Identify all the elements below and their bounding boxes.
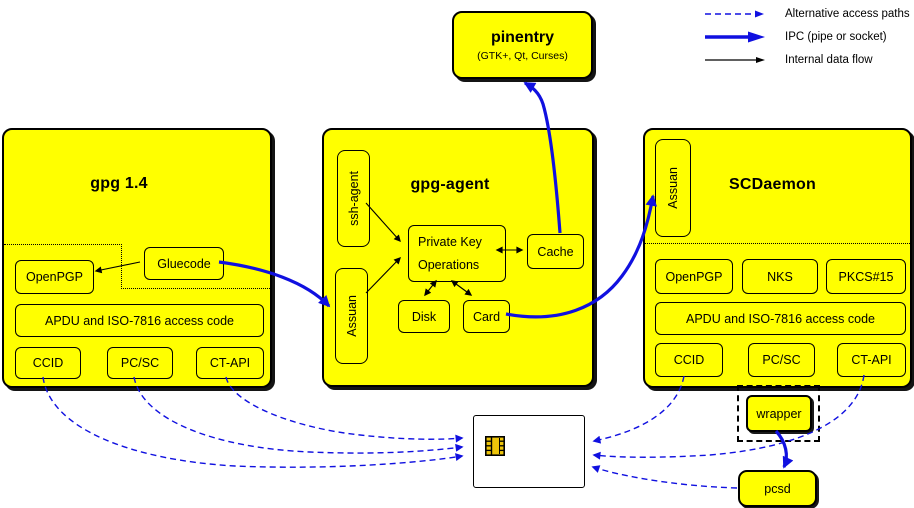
legend-row-ipc: IPC (pipe or socket) <box>701 25 910 48</box>
gpgagent-card-node: Card <box>463 300 510 333</box>
gpgagent-sshagent-node: ssh-agent <box>337 150 370 247</box>
gpg14-dotted-divider <box>121 244 122 289</box>
scdaemon-dotted-divider <box>645 243 910 244</box>
assuan-label: Assuan <box>344 295 359 337</box>
scdaemon-nks-node: NKS <box>742 259 818 294</box>
gpgagent-box: gpg-agent ssh-agent Assuan Private Key O… <box>322 128 594 387</box>
legend-row-alternative: Alternative access paths <box>701 2 910 25</box>
wrapper-node: wrapper <box>746 395 812 432</box>
scdaemon-box: SCDaemon Assuan OpenPGP NKS PKCS#15 APDU… <box>643 128 912 388</box>
pcsd-node: pcsd <box>738 470 817 507</box>
pinentry-title: pinentry <box>490 28 555 46</box>
legend-row-internal: Internal data flow <box>701 48 910 71</box>
pko-line2: Operations <box>418 257 480 272</box>
gpgagent-assuan-node: Assuan <box>335 268 368 364</box>
smartcard-chip-icon <box>485 436 505 456</box>
pko-line1: Private Key <box>418 234 482 249</box>
pinentry-node: pinentry (GTK+, Qt, Curses) <box>452 11 593 79</box>
legend-label-internal: Internal data flow <box>785 53 873 66</box>
smartcard <box>473 415 585 488</box>
gpgagent-disk-node: Disk <box>398 300 450 333</box>
legend-label-alternative: Alternative access paths <box>785 7 910 20</box>
gpg14-pcsc-node: PC/SC <box>107 347 173 379</box>
legend: Alternative access paths IPC (pipe or so… <box>701 2 910 71</box>
ipc-arrow-icon <box>705 31 765 42</box>
gpg14-ctapi-node: CT-API <box>196 347 264 379</box>
edge-pcsd-card <box>591 465 738 489</box>
scdaemon-openpgp-node: OpenPGP <box>655 259 733 294</box>
black-arrow-icon <box>705 56 765 63</box>
edge-gpg14-pcsc-card <box>133 376 464 454</box>
scdaemon-title: SCDaemon <box>729 176 816 193</box>
gpg14-openpgp-node: OpenPGP <box>15 260 94 294</box>
gpg14-apdu-node: APDU and ISO-7816 access code <box>15 304 264 337</box>
gpgagent-private-key-operations-node: Private Key Operations <box>408 225 506 282</box>
sshagent-label: ssh-agent <box>346 171 361 226</box>
gpg14-gluecode-node: Gluecode <box>144 247 224 280</box>
edge-gpg14-ccid-card <box>42 376 464 468</box>
gpg14-title: gpg 1.4 <box>90 175 148 192</box>
assuan-label: Assuan <box>666 167 680 209</box>
gpgagent-title: gpg-agent <box>410 176 490 193</box>
scdaemon-pcsc-node: PC/SC <box>748 343 815 377</box>
scdaemon-assuan-node: Assuan <box>655 139 691 237</box>
scdaemon-ccid-node: CCID <box>655 343 723 377</box>
scdaemon-pkcs15-node: PKCS#15 <box>826 259 906 294</box>
dashed-arrow-icon <box>705 10 764 17</box>
pinentry-subtitle: (GTK+, Qt, Curses) <box>477 49 568 62</box>
scdaemon-apdu-node: APDU and ISO-7816 access code <box>655 302 906 335</box>
gpg14-box: gpg 1.4 OpenPGP Gluecode APDU and ISO-78… <box>2 128 272 388</box>
gpg14-dotted-divider <box>121 288 270 289</box>
gpg14-dotted-divider <box>4 244 122 245</box>
gpg14-ccid-node: CCID <box>15 347 81 379</box>
gpgagent-cache-node: Cache <box>527 234 584 269</box>
legend-label-ipc: IPC (pipe or socket) <box>785 30 887 43</box>
scdaemon-ctapi-node: CT-API <box>837 343 906 377</box>
